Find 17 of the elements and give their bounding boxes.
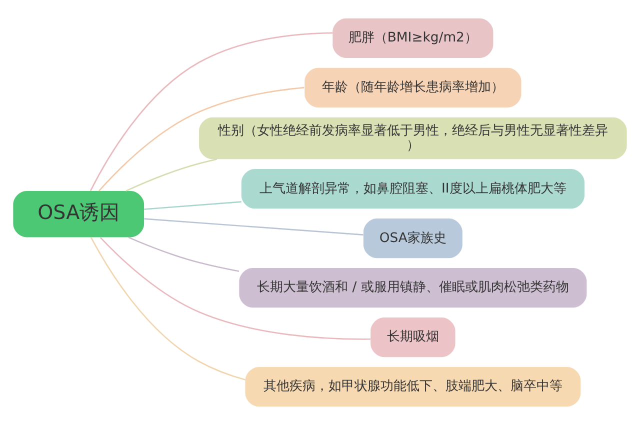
node-box: 上气道解剖异常，如鼻腔阻塞、II度以上扁桃体肥大等 — [241, 169, 584, 209]
connector — [144, 201, 242, 210]
connector — [90, 236, 246, 380]
node-box: 性别（女性绝经前发病率显著低于男性，绝经后与男性无显著性差异） — [199, 117, 627, 160]
connector — [90, 32, 333, 192]
connector — [100, 237, 370, 340]
node-box: 其他疾病，如甲状腺功能低下、肢端肥大、脑卒中等 — [245, 367, 581, 407]
node-box: 长期吸烟 — [370, 318, 456, 358]
connector — [128, 236, 240, 272]
node-box: 肥胖（BMI≥kg/m2） — [332, 18, 494, 58]
connector — [126, 158, 218, 192]
node-box: OSA诱因 — [13, 191, 144, 238]
connector — [144, 218, 364, 236]
connector — [98, 86, 304, 192]
node-box: 年龄（随年龄增长患病率增加） — [304, 68, 522, 108]
node-box: 长期大量饮酒和 / 或服用镇静、催眠或肌肉松弛类药物 — [239, 268, 587, 308]
node-box: OSA家族史 — [363, 218, 462, 258]
